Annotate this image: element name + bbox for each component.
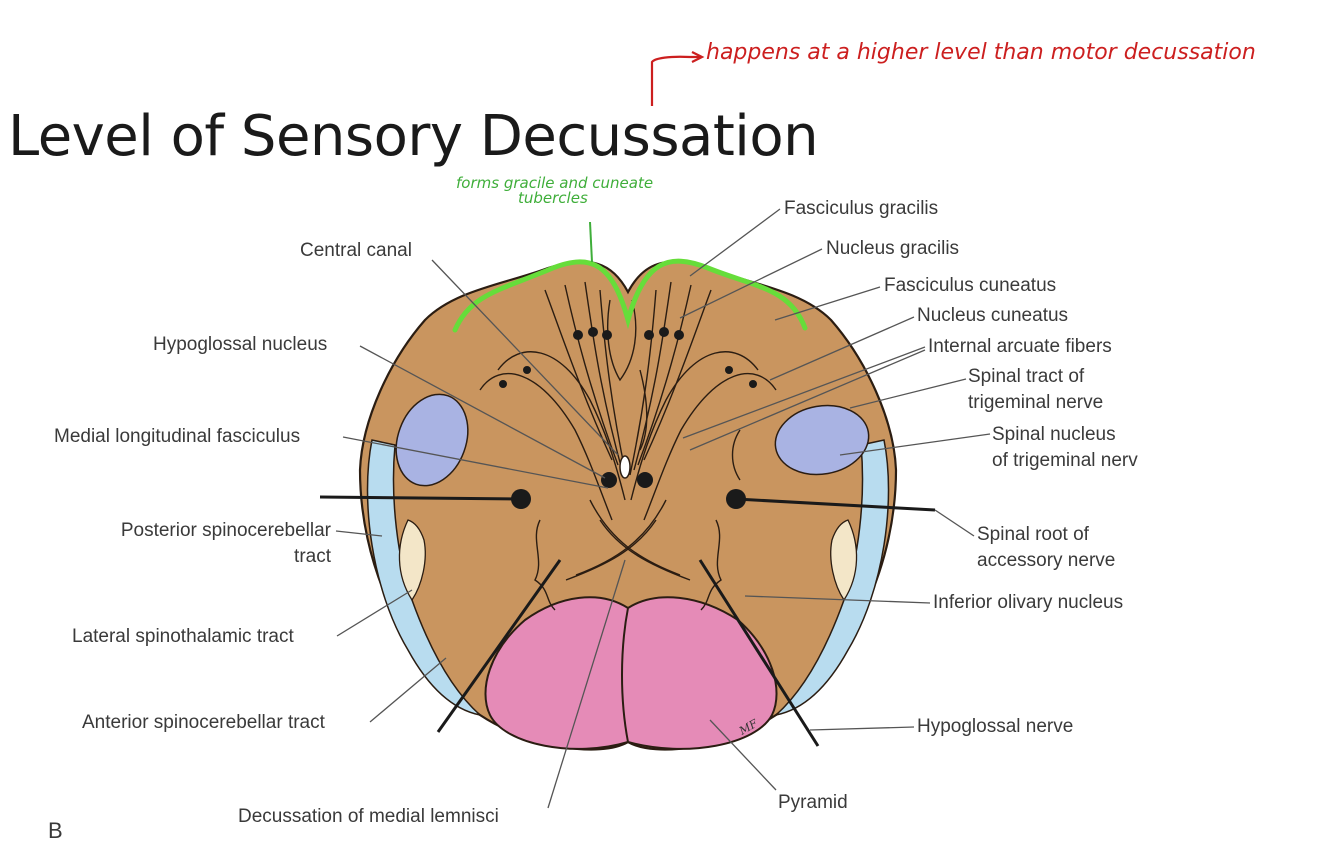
central-canal xyxy=(619,455,631,479)
right-pyramid xyxy=(621,596,778,750)
label-spinal-tract-trigeminal-line-2: trigeminal nerve xyxy=(968,392,1104,413)
left-spinocerebellar-region xyxy=(366,439,483,717)
label-posterior-spinocerebellar-line-1: Posterior spinocerebellar xyxy=(120,520,331,541)
label-spinal-nucleus-trigeminal-line-1: Spinal nucleus xyxy=(992,424,1116,445)
label-medial-longitudinal-fasciculus: Medial longitudinal fasciculus xyxy=(54,426,301,447)
nerve-roots xyxy=(319,495,936,747)
label-spinal-nucleus-trigeminal: Spinal nucleus of trigeminal nerv xyxy=(992,422,1138,474)
label-corner-letter: B xyxy=(48,818,63,843)
page-title: Level of Sensory Decussation xyxy=(8,104,819,169)
label-anterior-spinocerebellar: Anterior spinocerebellar tract xyxy=(82,712,325,733)
label-hypoglossal-nucleus: Hypoglossal nucleus xyxy=(153,334,328,355)
label-spinal-root-accessory-line-2: accessory nerve xyxy=(977,550,1116,571)
label-nucleus-cuneatus: Nucleus cuneatus xyxy=(917,305,1069,326)
label-pyramid: Pyramid xyxy=(778,792,848,813)
label-spinal-tract-trigeminal: Spinal tract of trigeminal nerve xyxy=(968,364,1103,416)
label-central-canal: Central canal xyxy=(300,240,412,261)
leader-lines xyxy=(335,208,991,809)
green-note-line-1: forms gracile and cuneate xyxy=(456,174,654,192)
label-hypoglossal-nerve: Hypoglossal nerve xyxy=(917,716,1074,737)
label-fasciculus-gracilis: Fasciculus gracilis xyxy=(784,198,939,219)
right-trigeminal-nucleus xyxy=(774,404,870,476)
label-fasciculus-cuneatus: Fasciculus cuneatus xyxy=(884,275,1057,296)
label-lateral-spinothalamic: Lateral spinothalamic tract xyxy=(72,626,294,647)
red-annotation-bracket xyxy=(650,55,700,106)
green-tubercle-highlight xyxy=(452,258,808,333)
right-spinocerebellar-region xyxy=(773,439,890,717)
green-annotation-pointer xyxy=(589,221,593,263)
right-spinothalamic-region xyxy=(830,519,858,602)
green-note-line-2: tubercles xyxy=(518,189,588,207)
left-trigeminal-nucleus xyxy=(395,393,469,487)
label-posterior-spinocerebellar-line-2: tract xyxy=(294,546,331,567)
label-nucleus-gracilis: Nucleus gracilis xyxy=(826,238,960,259)
label-decussation-medial-lemnisci: Decussation of medial lemnisci xyxy=(238,806,499,827)
label-internal-arcuate-fibers: Internal arcuate fibers xyxy=(928,336,1112,357)
label-spinal-nucleus-trigeminal-line-2: of trigeminal nerv xyxy=(992,450,1138,471)
left-spinothalamic-region xyxy=(398,519,426,602)
red-handwritten-note: happens at a higher level than motor dec… xyxy=(706,40,1256,65)
red-arrowhead xyxy=(691,51,705,63)
green-handwritten-note: forms gracile and cuneate tubercles xyxy=(456,176,653,206)
label-spinal-tract-trigeminal-line-1: Spinal tract of xyxy=(968,366,1085,387)
internal-fibers xyxy=(479,281,777,611)
label-spinal-root-accessory-line-1: Spinal root of xyxy=(977,524,1089,545)
label-spinal-root-accessory: Spinal root of accessory nerve xyxy=(977,522,1115,574)
label-posterior-spinocerebellar: Posterior spinocerebellar tract xyxy=(84,518,331,570)
label-inferior-olivary-nucleus: Inferior olivary nucleus xyxy=(933,592,1124,613)
